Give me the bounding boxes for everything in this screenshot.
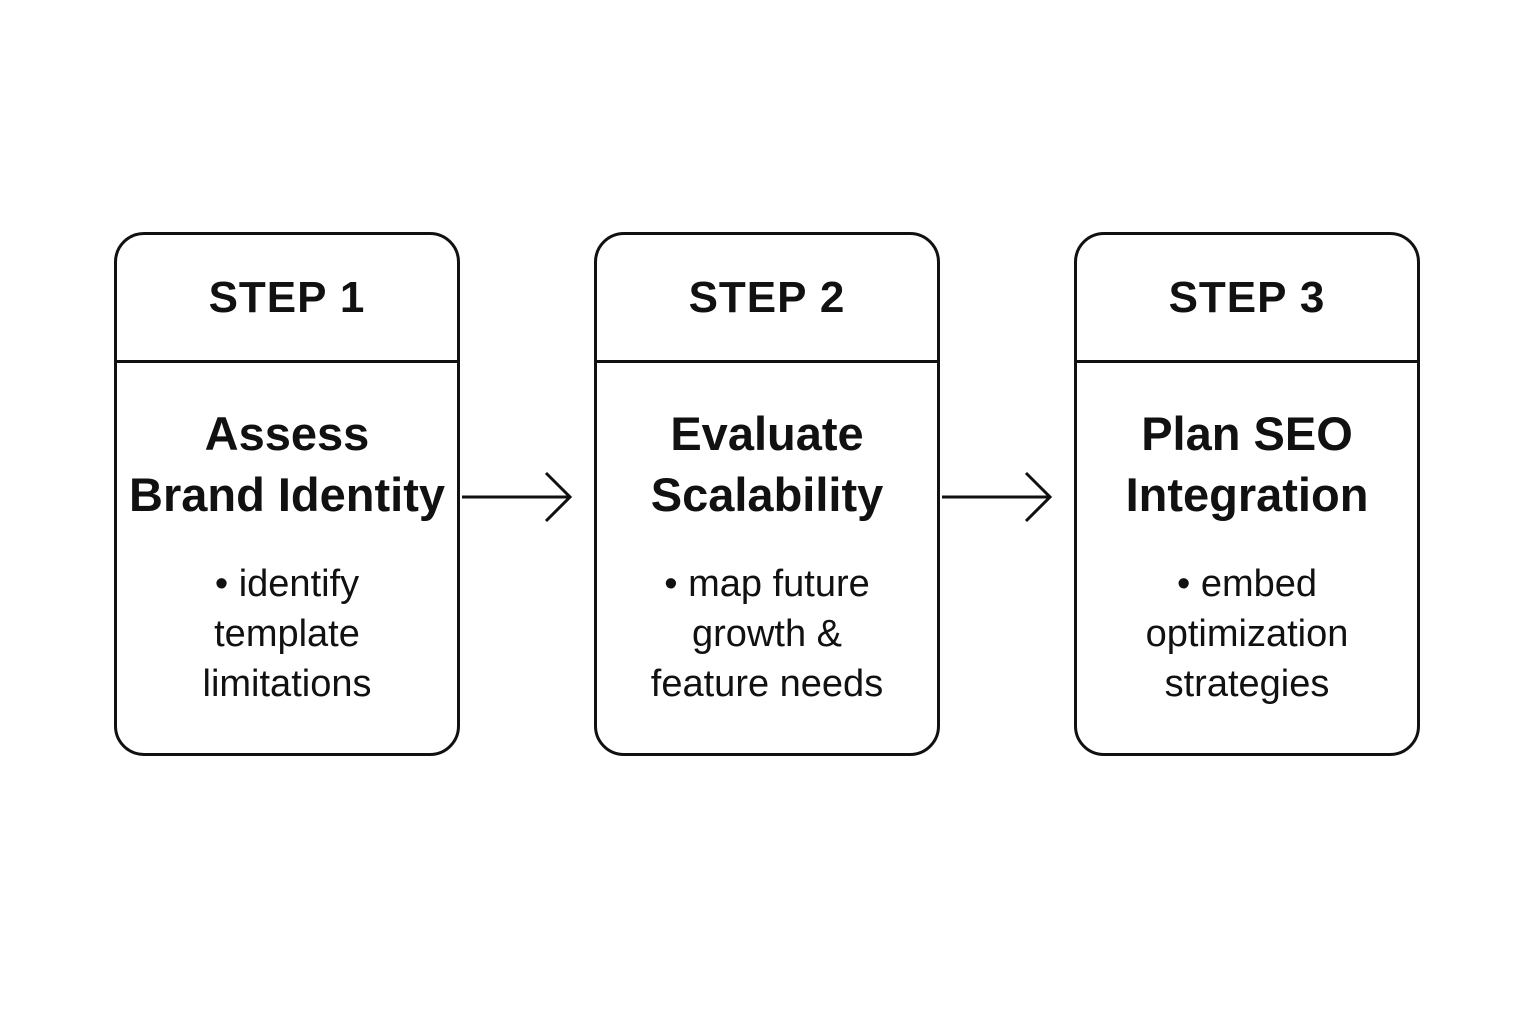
step-title-line: Evaluate	[670, 407, 864, 460]
step-bullet-line: feature needs	[650, 663, 884, 705]
step-title: Evaluate Scalability	[577, 403, 957, 525]
step-title-line: Integration	[1125, 468, 1369, 521]
step-label: STEP 2	[597, 235, 937, 363]
arrow-right-icon	[942, 471, 1053, 523]
step-card-2: STEP 2 Evaluate Scalability • map future…	[594, 232, 940, 756]
step-bullet-line: template	[214, 613, 360, 655]
step-bullet-line: • identify	[214, 563, 360, 605]
step-bullet: • map future growth & feature needs	[597, 559, 937, 709]
step-title-line: Scalability	[650, 468, 884, 521]
step-title-line: Plan SEO	[1141, 407, 1353, 460]
step-label: STEP 3	[1077, 235, 1417, 363]
step-title-line: Assess	[204, 407, 370, 460]
step-title-line: Brand Identity	[129, 468, 445, 521]
step-title: Plan SEO Integration	[1057, 403, 1437, 525]
step-bullet-line: optimization	[1145, 613, 1349, 655]
arrow-right-icon	[462, 471, 573, 523]
step-bullet: • embed optimization strategies	[1077, 559, 1417, 709]
step-bullet-line: growth &	[692, 613, 842, 655]
step-bullet-line: limitations	[202, 663, 372, 705]
step-card-1: STEP 1 Assess Brand Identity • identify …	[114, 232, 460, 756]
step-title: Assess Brand Identity	[97, 403, 477, 525]
step-bullet-line: strategies	[1164, 663, 1330, 705]
step-bullet-line: • map future	[664, 563, 870, 605]
step-card-3: STEP 3 Plan SEO Integration • embed opti…	[1074, 232, 1420, 756]
step-bullet-line: • embed	[1176, 563, 1318, 605]
step-bullet: • identify template limitations	[117, 559, 457, 709]
step-label: STEP 1	[117, 235, 457, 363]
